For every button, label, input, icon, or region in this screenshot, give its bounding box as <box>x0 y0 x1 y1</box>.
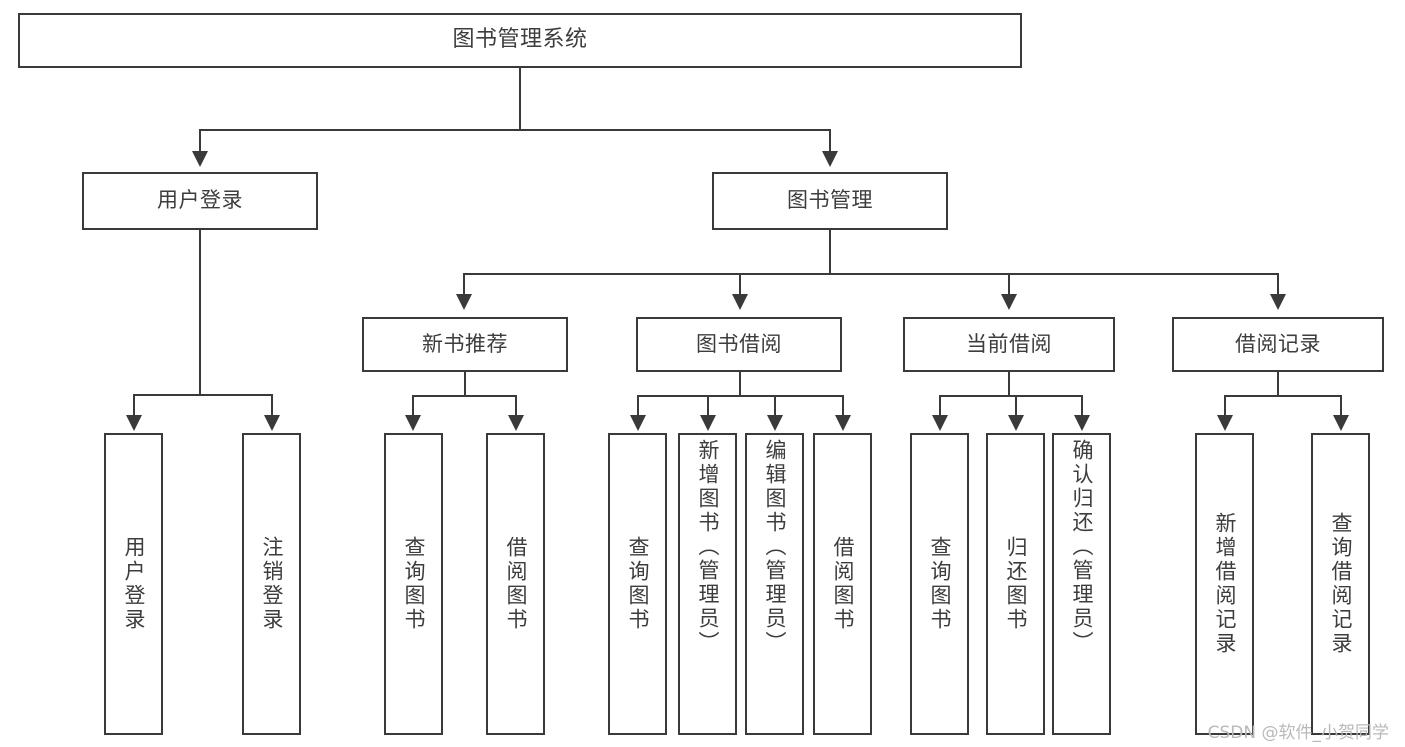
arrowhead-book-borrow-leaf-3 <box>767 415 783 431</box>
leaf-book-borrow-query-book[interactable]: 查询图书 <box>608 433 667 735</box>
connector-user-login-to-leaf-2 <box>271 394 273 417</box>
arrowhead-to-borrow-record <box>1270 294 1286 310</box>
node-label: 借阅图书 <box>504 536 528 632</box>
leaf-book-borrow-borrow-book[interactable]: 借阅图书 <box>813 433 872 735</box>
node-label: 新书推荐 <box>422 331 508 356</box>
leaf-current-borrow-return-book[interactable]: 归还图书 <box>986 433 1045 735</box>
node-label: 用户登录 <box>122 536 146 632</box>
connector-user-login-bus <box>133 394 272 396</box>
leaf-user-login-logout[interactable]: 注销登录 <box>242 433 301 735</box>
leaf-book-borrow-edit-book-admin[interactable]: 编辑图书（管理员） <box>745 433 804 735</box>
node-root-book-management-system[interactable]: 图书管理系统 <box>18 13 1022 68</box>
arrowhead-user-login-leaf-2 <box>264 415 280 431</box>
connector-book-borrow-leaf-2 <box>707 395 709 417</box>
node-book-borrow[interactable]: 图书借阅 <box>636 317 842 372</box>
connector-to-book-borrow <box>739 273 741 296</box>
leaf-current-borrow-confirm-return-admin[interactable]: 确认归还（管理员） <box>1052 433 1111 735</box>
leaf-borrow-record-query-record[interactable]: 查询借阅记录 <box>1311 433 1370 735</box>
node-label: 图书管理 <box>787 188 873 213</box>
node-user-login[interactable]: 用户登录 <box>82 172 318 230</box>
connector-current-borrow-leaf-2 <box>1015 395 1017 417</box>
arrowhead-new-book-leaf-1 <box>405 415 421 431</box>
connector-new-book-leaf-1 <box>412 395 414 417</box>
arrowhead-to-book-borrow <box>732 294 748 310</box>
connector-book-borrow-stem <box>739 372 741 396</box>
connector-to-current-borrow <box>1008 273 1010 296</box>
node-borrow-record[interactable]: 借阅记录 <box>1172 317 1384 372</box>
connector-current-borrow-leaf-1 <box>939 395 941 417</box>
node-label: 当前借阅 <box>966 331 1052 356</box>
connector-current-borrow-leaf-3 <box>1081 395 1083 417</box>
node-label: 图书管理系统 <box>452 27 588 53</box>
node-label: 查询图书 <box>928 536 952 632</box>
node-label: 新增借阅记录 <box>1213 512 1237 656</box>
node-label: 归还图书 <box>1004 536 1028 632</box>
leaf-new-book-query-book[interactable]: 查询图书 <box>384 433 443 735</box>
connector-borrow-record-stem <box>1277 372 1279 396</box>
arrowhead-borrow-record-leaf-2 <box>1333 415 1349 431</box>
node-label: 查询借阅记录 <box>1329 512 1353 656</box>
arrowhead-new-book-leaf-2 <box>508 415 524 431</box>
arrowhead-borrow-record-leaf-1 <box>1217 415 1233 431</box>
connector-root-to-user-login <box>199 129 201 153</box>
arrowhead-book-borrow-leaf-1 <box>630 415 646 431</box>
connector-user-login-stem <box>199 230 201 395</box>
arrowhead-to-new-book <box>456 294 472 310</box>
connector-book-borrow-leaf-3 <box>774 395 776 417</box>
connector-new-book-leaf-2 <box>515 395 517 417</box>
connector-to-new-book <box>463 273 465 296</box>
node-label: 图书借阅 <box>696 331 782 356</box>
connector-current-borrow-bus <box>939 395 1082 397</box>
leaf-current-borrow-query-book[interactable]: 查询图书 <box>910 433 969 735</box>
node-label: 借阅图书 <box>831 536 855 632</box>
node-label: 查询图书 <box>626 536 650 632</box>
connector-borrow-record-leaf-2 <box>1340 395 1342 417</box>
arrowhead-root-to-user-login <box>192 151 208 167</box>
arrowhead-root-to-book-manage <box>822 151 838 167</box>
connector-borrow-record-leaf-1 <box>1224 395 1226 417</box>
arrowhead-to-current-borrow <box>1001 294 1017 310</box>
connector-user-login-to-leaf-1 <box>133 394 135 417</box>
node-new-book-recommend[interactable]: 新书推荐 <box>362 317 568 372</box>
node-label: 新增图书（管理员） <box>696 439 720 655</box>
connector-book-borrow-leaf-1 <box>637 395 639 417</box>
leaf-new-book-borrow-book[interactable]: 借阅图书 <box>486 433 545 735</box>
connector-book-manage-stem <box>829 230 831 274</box>
node-label: 用户登录 <box>157 188 243 213</box>
node-label: 查询图书 <box>402 536 426 632</box>
connector-to-borrow-record <box>1277 273 1279 296</box>
node-label: 注销登录 <box>260 536 284 632</box>
node-label: 确认归还（管理员） <box>1070 439 1094 655</box>
leaf-book-borrow-add-book-admin[interactable]: 新增图书（管理员） <box>678 433 737 735</box>
node-book-management[interactable]: 图书管理 <box>712 172 948 230</box>
arrowhead-current-borrow-leaf-1 <box>932 415 948 431</box>
connector-borrow-record-bus <box>1224 395 1342 397</box>
arrowhead-user-login-leaf-1 <box>126 415 142 431</box>
connector-book-borrow-bus <box>637 395 843 397</box>
node-label: 编辑图书（管理员） <box>763 439 787 655</box>
connector-new-book-bus <box>412 395 517 397</box>
connector-book-manage-bus <box>463 273 1278 275</box>
leaf-borrow-record-add-record[interactable]: 新增借阅记录 <box>1195 433 1254 735</box>
connector-book-borrow-leaf-4 <box>842 395 844 417</box>
arrowhead-book-borrow-leaf-2 <box>700 415 716 431</box>
node-label: 借阅记录 <box>1235 331 1321 356</box>
connector-current-borrow-stem <box>1008 372 1010 396</box>
connector-new-book-stem <box>464 372 466 396</box>
arrowhead-current-borrow-leaf-2 <box>1008 415 1024 431</box>
arrowhead-book-borrow-leaf-4 <box>835 415 851 431</box>
leaf-user-login-login[interactable]: 用户登录 <box>104 433 163 735</box>
connector-root-stem <box>519 68 521 130</box>
connector-root-bus <box>199 129 831 131</box>
connector-root-to-book-manage <box>829 129 831 153</box>
arrowhead-current-borrow-leaf-3 <box>1074 415 1090 431</box>
node-current-borrow[interactable]: 当前借阅 <box>903 317 1115 372</box>
